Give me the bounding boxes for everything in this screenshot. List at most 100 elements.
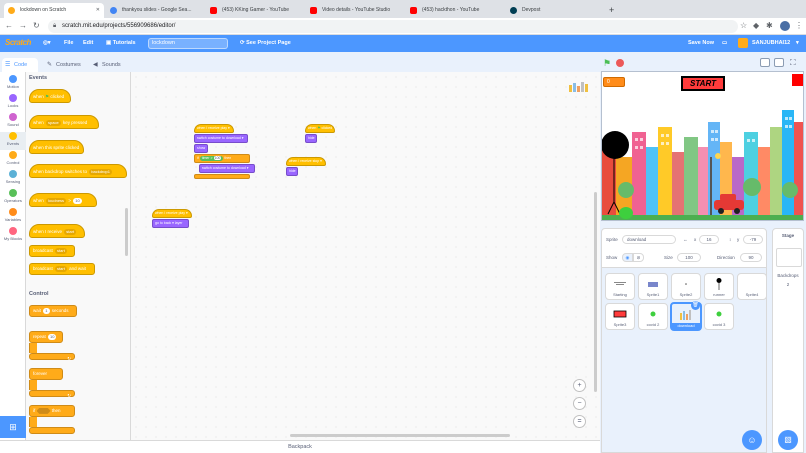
category-sensing[interactable]: Sensing [0,170,26,184]
see-project-page-button[interactable]: ⟳ See Project Page [240,35,291,52]
script3-when-i-receive[interactable]: when I receive stop ▾ [286,157,326,166]
if-then-block[interactable]: if then [29,405,75,417]
zoom-reset-button[interactable]: = [573,415,586,428]
extension-icon[interactable]: ◆ [753,21,760,30]
when-sprite-clicked-block[interactable]: when this sprite clicked [29,140,84,154]
broadcast-and-wait-block[interactable]: broadcast start and wait [29,263,95,275]
tab-code[interactable]: ☰ Code [2,58,38,72]
tab-devpost[interactable]: Devpost [506,3,604,18]
red-square-sprite[interactable] [792,74,803,86]
sprite-tile-sprite4[interactable]: Sprite4 [737,273,767,300]
sprite-tile-runner[interactable]: runner [704,273,734,300]
script1-switch-costume-2[interactable]: switch costume to download ▾ [199,164,255,173]
category-events[interactable]: Events [0,132,26,150]
key-dropdown[interactable]: space [46,120,61,126]
broadcast-block[interactable]: broadcast start [29,245,75,257]
tab-sounds[interactable]: ◀ Sounds [90,58,130,72]
tab-costumes[interactable]: ✎ Costumes [44,58,86,72]
script-area-vertical-scrollbar[interactable] [594,192,597,392]
choose-sprite-button[interactable]: ☺ [742,430,762,450]
tab-google-search[interactable]: thankyou slides - Google Sea... [106,3,204,18]
close-tab-icon[interactable]: ✕ [95,7,100,13]
category-my-blocks[interactable]: My Blocks [0,227,26,241]
project-title-input[interactable]: lockdown [148,38,228,49]
script3-hide[interactable]: hide [286,167,298,176]
fullscreen-icon[interactable]: ⛶ [790,58,796,67]
script1-show[interactable]: show [194,144,208,153]
show-visible-eye-icon[interactable]: ◉ [622,253,633,262]
when-key-pressed-block[interactable]: when space key pressed [29,115,99,129]
script1-when-i-receive[interactable]: when I receive play ▾ [194,124,234,133]
when-flag-clicked-block[interactable]: when ⚑ clicked [29,89,71,103]
extensions-puzzle-icon[interactable]: ✱ [766,21,773,30]
when-backdrop-switches-block[interactable]: when backdrop switches to backdrop1 [29,164,127,178]
wait-value-input[interactable]: 1 [43,308,50,314]
message-dropdown[interactable]: start [64,229,77,235]
stage-canvas[interactable]: START 0 [601,71,804,221]
start-sprite-button[interactable]: START [681,76,725,91]
palette-scrollbar[interactable] [125,208,128,256]
tab-youtube-hackthon[interactable]: (453) hackthon - YouTube [406,3,504,18]
script4-when-i-receive[interactable]: when I receive play ▾ [152,209,192,218]
category-looks[interactable]: Looks [0,94,26,108]
tutorials-menu[interactable]: ▣ Tutorials [106,35,136,52]
sprite-tile-sprite1[interactable]: Sprite1 [638,273,668,300]
large-stage-button[interactable] [774,58,784,67]
category-control[interactable]: Control [0,151,26,165]
url-field[interactable]: 🔒︎ scratch.mit.edu/projects/556909686/ed… [48,20,738,33]
when-i-receive-block[interactable]: when I receive start [29,224,85,238]
script-area-horizontal-scrollbar[interactable] [290,434,510,437]
category-operators[interactable]: Operators [0,189,26,203]
category-sound[interactable]: Sound [0,113,26,127]
chrome-menu-icon[interactable]: ⋮ [795,21,803,30]
green-flag-button[interactable]: ⚑ [603,58,612,68]
forever-block[interactable]: forever [29,368,63,380]
stop-button[interactable] [616,59,624,67]
repeat-value-input[interactable]: 10 [48,334,57,340]
category-variables[interactable]: Variables [0,208,26,222]
when-loudness-block[interactable]: when loudness > 10 [29,193,97,207]
category-motion[interactable]: Motion [0,75,26,89]
x-position-input[interactable]: 16 [699,235,719,244]
tab-lockdown-scratch[interactable]: lockdown on Scratch ✕ [4,3,104,18]
sprite-tile-sprite2[interactable]: Sprite2 [671,273,701,300]
zoom-in-button[interactable]: + [573,379,586,392]
scratch-logo[interactable]: Scratch [5,38,31,47]
new-tab-icon[interactable]: + [609,5,615,15]
size-input[interactable]: 100 [677,253,701,262]
sprite-tile-starting[interactable]: Starting [605,273,635,300]
runner-head-sprite[interactable] [602,131,629,159]
username-menu[interactable]: SANJUBHAI12 [752,40,791,46]
language-globe-icon[interactable]: ◎▾ [43,40,51,46]
sprite-tile-covid2[interactable]: covid 2 [638,303,668,330]
hide-eye-slash-icon[interactable]: ⊘ [633,253,644,262]
edit-menu[interactable]: Edit [83,40,94,46]
broadcast-wait-dropdown[interactable]: start [55,266,67,272]
loudness-value-input[interactable]: 10 [73,198,82,204]
script1-condition[interactable]: timer > 100 [199,156,224,161]
bookmark-star-icon[interactable]: ☆ [740,21,748,30]
delete-sprite-trash-icon[interactable]: 🗑︎ [691,301,700,310]
covid-sprite[interactable] [619,207,633,219]
reload-icon[interactable]: ↻ [33,21,40,30]
my-stuff-folder-icon[interactable]: ▭ [722,40,728,46]
script2-when-flag-clicked[interactable]: when ⚑ clicked [305,124,335,133]
y-position-input[interactable]: -79 [743,235,763,244]
small-stage-button[interactable] [760,58,770,67]
direction-input[interactable]: 90 [740,253,762,262]
add-extension-button[interactable]: ⊞ [0,416,26,438]
boolean-slot[interactable] [36,407,51,414]
backdrop-dropdown[interactable]: backdrop1 [89,169,112,175]
script-area[interactable]: when I receive play ▾ switch costume to … [131,72,600,440]
repeat-block[interactable]: repeat 10 [29,331,63,343]
loudness-dropdown[interactable]: loudness [46,198,67,204]
save-now-button[interactable]: Save Now [688,40,714,46]
script2-hide[interactable]: hide [305,134,317,143]
sprite-tile-covid3[interactable]: covid 3 [704,303,734,330]
script4-go-to-layer[interactable]: go to back ▾ layer [152,219,189,228]
choose-backdrop-button[interactable]: ▧ [778,430,798,450]
tab-youtube-kking[interactable]: (453) KKing Gamer - YouTube [206,3,304,18]
tab-youtube-studio[interactable]: Video details - YouTube Studio [306,3,404,18]
script1-if-block[interactable]: if timer > 100 then [194,154,250,163]
sprite-tile-sprite3[interactable]: Sprite3 [605,303,635,330]
